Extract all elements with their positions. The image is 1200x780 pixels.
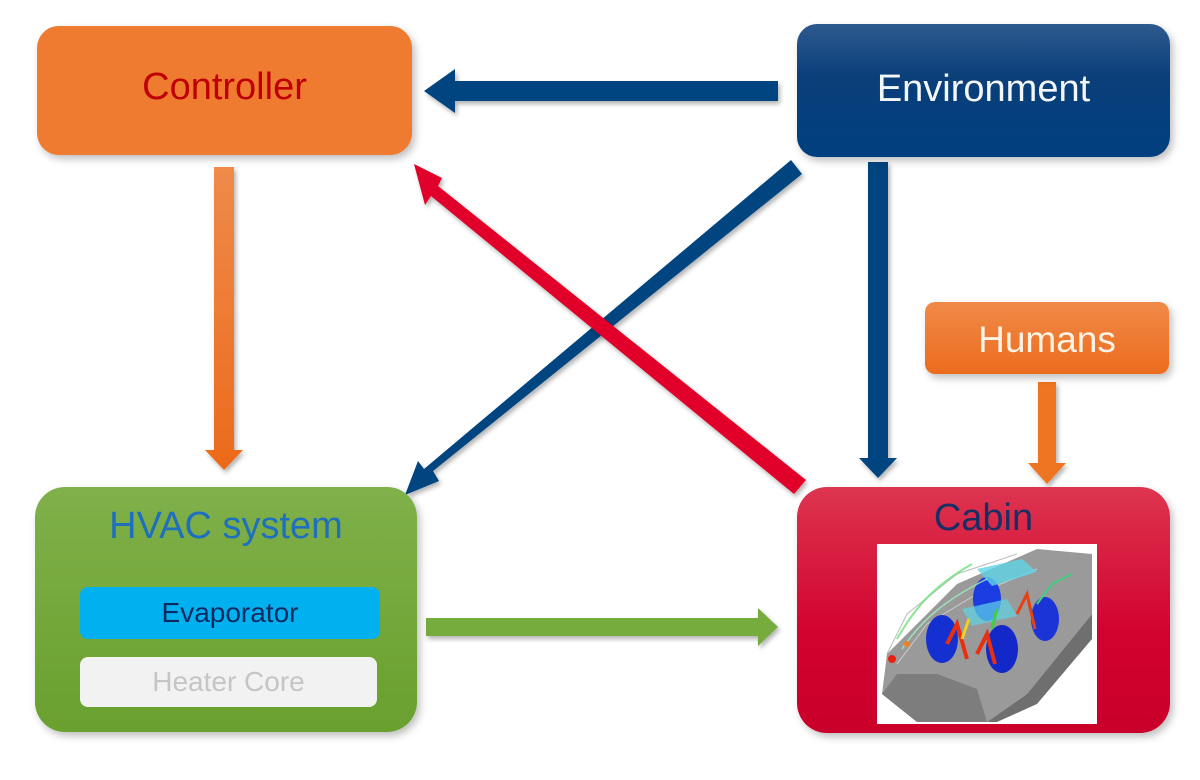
humans-label: Humans [978, 319, 1116, 360]
arrow-humans-to-cabin [1028, 382, 1066, 484]
arrow-hvac-to-cabin [426, 608, 778, 646]
controller-node: Controller [37, 26, 412, 155]
heater-core-component: Heater Core [80, 657, 377, 707]
cabin-model-illustration [882, 549, 1092, 722]
humans-node: Humans [925, 302, 1169, 374]
cabin-airflow-image [877, 544, 1097, 724]
environment-node: Environment [797, 24, 1170, 157]
evaporator-component: Evaporator [80, 587, 380, 639]
arrow-environment-to-controller [424, 69, 778, 113]
environment-label: Environment [876, 68, 1091, 110]
arrow-environment-to-cabin [859, 162, 897, 478]
arrow-cabin-to-controller [414, 164, 806, 494]
cabin-node: Cabin [797, 487, 1170, 733]
hvac-system-node: HVAC system Evaporator Heater Core [35, 487, 417, 732]
arrow-controller-to-hvac [205, 167, 243, 470]
controller-label: Controller [142, 66, 307, 108]
cabin-label: Cabin [933, 497, 1034, 539]
hvac-system-label: HVAC system [109, 505, 343, 547]
